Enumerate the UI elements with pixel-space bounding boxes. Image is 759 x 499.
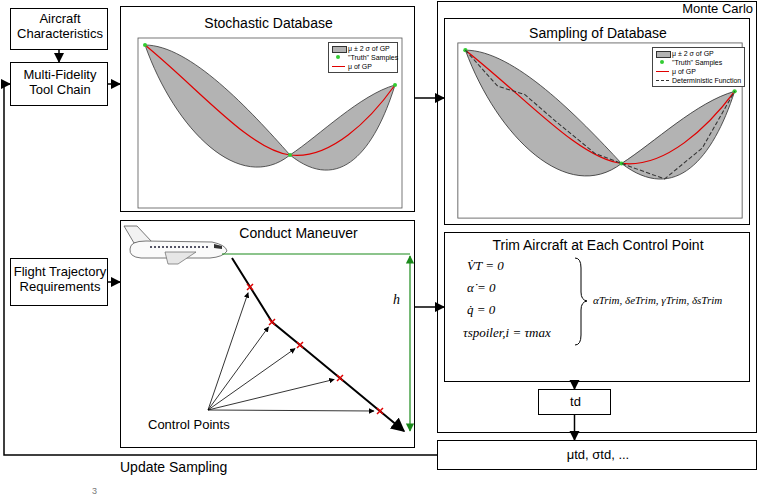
- legend-swatch: [656, 51, 671, 58]
- control-point-mark: [269, 319, 275, 325]
- plot-stochastic: [138, 38, 402, 208]
- legend-row: μ ± 2 σ of GP: [655, 49, 742, 58]
- edge-label: Update Sampling: [118, 459, 229, 475]
- flow-arrow: [108, 83, 120, 85]
- equation-text: τspoiler,i = τmax: [463, 326, 578, 341]
- flow-arrow: [4, 84, 437, 455]
- node-title: Sampling of Database: [445, 25, 751, 41]
- node-title: Aircraft Characteristics: [11, 12, 109, 42]
- legend-row: μ of GP: [331, 62, 395, 71]
- legend-row: "Truth" Samples: [655, 58, 742, 67]
- equation-text: αTrim, δeTrim, γTrim, δsTrim: [593, 294, 748, 307]
- legend-row: "Truth" Samples: [331, 53, 395, 62]
- process-box: Aircraft Characteristics: [10, 8, 108, 50]
- process-box: Multi-Fidelity Tool Chain: [10, 62, 108, 106]
- leader-arrow: [208, 293, 248, 410]
- legend-text: μ ± 2 σ of GP: [672, 50, 714, 57]
- legend-swatch: [656, 71, 669, 72]
- airplane: [124, 226, 227, 264]
- equation-text: α̇ = 0: [467, 281, 577, 296]
- control-point-mark: [377, 408, 383, 414]
- equation-text: q̇ = 0: [467, 303, 577, 318]
- node-title: μtd, σtd, ...: [438, 448, 758, 463]
- legend-row: μ of GP: [655, 67, 742, 76]
- control-point-mark: [247, 284, 253, 290]
- process-box: Conduct Maneuver: [120, 220, 415, 448]
- node-title: Monte Carlo: [653, 2, 753, 17]
- process-box: μtd, σtd, ...: [437, 440, 757, 470]
- legend-swatch: [332, 46, 347, 53]
- flow-arrow: [574, 382, 576, 389]
- leader-arrow: [208, 379, 334, 410]
- leader-arrow: [208, 349, 295, 411]
- process-box: Flight Trajectory Requirements: [10, 258, 108, 306]
- equation-text: V̇T = 0: [467, 259, 577, 274]
- legend-text: μ of GP: [348, 63, 372, 70]
- flow-arrow: [574, 415, 576, 440]
- node-title: Conduct Maneuver: [181, 225, 416, 241]
- legend-swatch: [332, 66, 345, 67]
- plot-legend: μ ± 2 σ of GP "Truth" Samples μ of GP Deter…: [652, 47, 745, 87]
- legend-text: "Truth" Samples: [348, 54, 398, 61]
- control-point-mark: [297, 342, 303, 348]
- brace: [575, 258, 587, 345]
- leader-arrow: [208, 410, 374, 411]
- trajectory: [208, 254, 410, 431]
- legend-swatch: [660, 60, 664, 64]
- process-box: Trim Aircraft at Each Control PointV̇T =…: [444, 232, 750, 382]
- annotation-label: Control Points: [148, 418, 230, 433]
- legend-row: μ ± 2 σ of GP: [331, 44, 395, 53]
- flow-arrow: [108, 281, 120, 283]
- process-box: td: [538, 389, 611, 415]
- node-title: Trim Aircraft at Each Control Point: [445, 237, 751, 253]
- page-number: 3: [92, 486, 97, 496]
- flow-arrow: [58, 50, 60, 62]
- legend-text: μ ± 2 σ of GP: [348, 45, 390, 52]
- node-title: td: [539, 395, 612, 410]
- process-box: Stochastic Database: [120, 6, 415, 212]
- node-title: Stochastic Database: [121, 15, 416, 31]
- flow-arrow: [415, 306, 444, 308]
- node-title: Multi-Fidelity Tool Chain: [11, 68, 109, 98]
- legend-swatch: [656, 80, 669, 81]
- node-title: Flight Trajectory Requirements: [11, 265, 109, 295]
- annotation-label: h: [393, 292, 400, 308]
- control-point-mark: [337, 375, 343, 381]
- legend-text: Deterministic Function: [672, 77, 741, 84]
- legend-text: μ of GP: [672, 68, 696, 75]
- legend-swatch: [336, 55, 340, 59]
- flow-arrow: [415, 97, 444, 99]
- plot-legend: μ ± 2 σ of GP "Truth" Samples μ of GP: [328, 42, 398, 73]
- legend-text: "Truth" Samples: [672, 59, 722, 66]
- legend-row: Deterministic Function: [655, 76, 742, 85]
